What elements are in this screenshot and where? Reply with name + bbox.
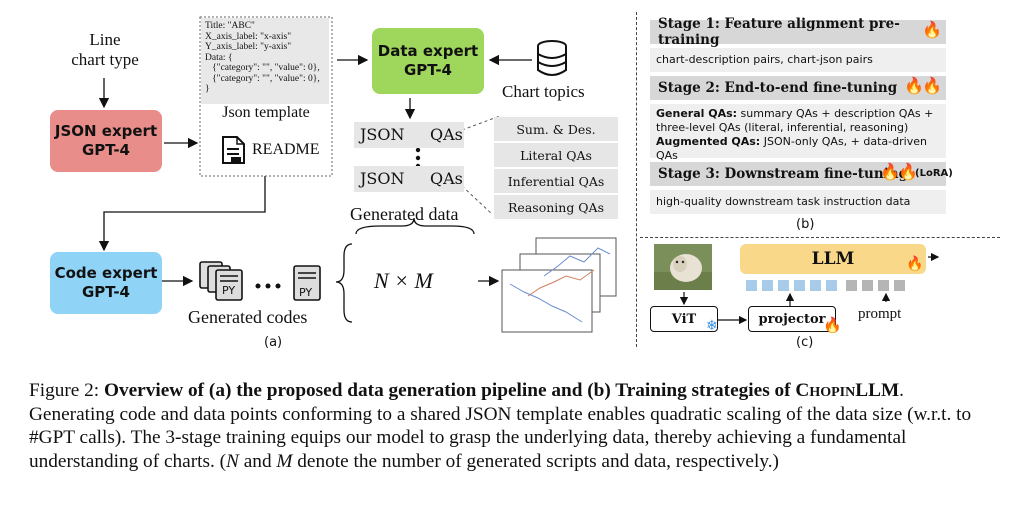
panel-a-label: (a) bbox=[264, 335, 283, 350]
lora-label: (LoRA) bbox=[915, 168, 953, 179]
llm-box: LLM bbox=[740, 244, 926, 274]
json-template-label: Json template bbox=[222, 104, 310, 121]
model-name: ChopinLLM bbox=[795, 380, 900, 401]
caption-n: N bbox=[226, 450, 239, 472]
json-1: JSON bbox=[360, 125, 405, 144]
code-expert-box: Code expert GPT-4 bbox=[50, 252, 162, 314]
panel-b-label: (b) bbox=[796, 217, 815, 232]
database-icon bbox=[537, 40, 567, 76]
blue-fire-icon: 🔥 bbox=[922, 76, 942, 95]
caption-and: and bbox=[238, 450, 277, 472]
caption-prefix: Figure 2: bbox=[29, 380, 104, 401]
stage1-title: Stage 1: Feature alignment pre-training bbox=[650, 16, 946, 48]
py-label: PY bbox=[299, 286, 313, 299]
sheep-image bbox=[654, 244, 712, 290]
projector-label: projector bbox=[758, 311, 826, 327]
panel-c-label: (c) bbox=[796, 335, 814, 350]
snowflake-icon: ❄ bbox=[706, 318, 718, 334]
fire-icon: 🔥 bbox=[823, 316, 842, 334]
blue-fire-icon: 🔥 bbox=[898, 162, 918, 181]
caption-bold: Overview of (a) the proposed data genera… bbox=[103, 380, 796, 401]
llm-label: LLM bbox=[811, 249, 855, 269]
stage3-body: high-quality downstream task instruction… bbox=[650, 190, 946, 214]
json-row-1 bbox=[354, 122, 464, 148]
pipeline-connectors bbox=[98, 16, 532, 323]
readme-doc-icon bbox=[222, 136, 245, 164]
python-files-icon bbox=[199, 261, 321, 301]
generated-data-label: Generated data bbox=[350, 204, 459, 224]
readme-label: README bbox=[252, 141, 320, 158]
data-expert-label: Data expert GPT-4 bbox=[377, 42, 479, 79]
qas-2: QAs bbox=[430, 169, 463, 188]
vertical-divider bbox=[636, 12, 637, 347]
qas-1: QAs bbox=[430, 125, 463, 144]
augmented-qas-text: JSON-only QAs, + data-driven QAs bbox=[656, 135, 927, 162]
json-expert-box: JSON expert GPT-4 bbox=[50, 110, 162, 172]
chart-topics-label: Chart topics bbox=[502, 82, 585, 101]
stage2-body: General QAs: summary QAs + description Q… bbox=[650, 104, 946, 162]
json-expert-label: JSON expert GPT-4 bbox=[54, 122, 158, 159]
json-row-2 bbox=[354, 166, 464, 192]
arch-connectors bbox=[679, 252, 940, 325]
horizontal-divider bbox=[640, 237, 1000, 238]
general-qas-text: summary QAs + description QAs + three-le… bbox=[656, 107, 934, 134]
general-qas-label: General QAs: bbox=[656, 107, 738, 120]
fire-icon: 🔥 bbox=[880, 162, 900, 181]
caption-rest: . Generating code and data points confor… bbox=[29, 380, 972, 472]
data-expert-box: Data expert GPT-4 bbox=[372, 28, 484, 94]
caption-m: M bbox=[276, 450, 293, 472]
json-2: JSON bbox=[360, 169, 405, 188]
qa-type-item: Reasoning QAs bbox=[494, 195, 618, 219]
stage3-title: Stage 3: Downstream fine-tuning bbox=[650, 162, 946, 186]
json-template-text: Title: "ABC" X_axis_label: "x-axis" Y_ax… bbox=[201, 18, 329, 104]
vit-label: ViT bbox=[671, 311, 697, 327]
n-times-m: N × M bbox=[374, 268, 433, 293]
token-sequence bbox=[746, 280, 905, 291]
stage2-title: Stage 2: End-to-end fine-tuning bbox=[650, 76, 946, 100]
blue-fire-icon: 🔥 bbox=[906, 256, 924, 272]
code-expert-label: Code expert GPT-4 bbox=[54, 264, 158, 301]
py-label: PY bbox=[222, 284, 236, 297]
line-chart-type-label: Line chart type bbox=[71, 30, 139, 69]
augmented-qas-label: Augmented QAs: bbox=[656, 135, 761, 148]
qa-type-item: Sum. & Des. bbox=[494, 117, 618, 141]
fire-icon: 🔥 bbox=[922, 20, 942, 39]
prompt-label: prompt bbox=[858, 306, 902, 322]
qa-type-item: Inferential QAs bbox=[494, 169, 618, 193]
projector-box: projector bbox=[748, 306, 836, 332]
vit-box: ViT bbox=[650, 306, 718, 332]
caption-end: denote the number of generated scripts a… bbox=[292, 450, 779, 472]
generated-charts-thumbnails bbox=[501, 237, 617, 333]
stage1-body: chart-description pairs, chart-json pair… bbox=[650, 48, 946, 72]
generated-codes-label: Generated codes bbox=[188, 307, 308, 327]
fire-icon: 🔥 bbox=[904, 76, 924, 95]
figure-caption: Figure 2: Overview of (a) the proposed d… bbox=[29, 379, 991, 473]
qa-type-item: Literal QAs bbox=[494, 143, 618, 167]
